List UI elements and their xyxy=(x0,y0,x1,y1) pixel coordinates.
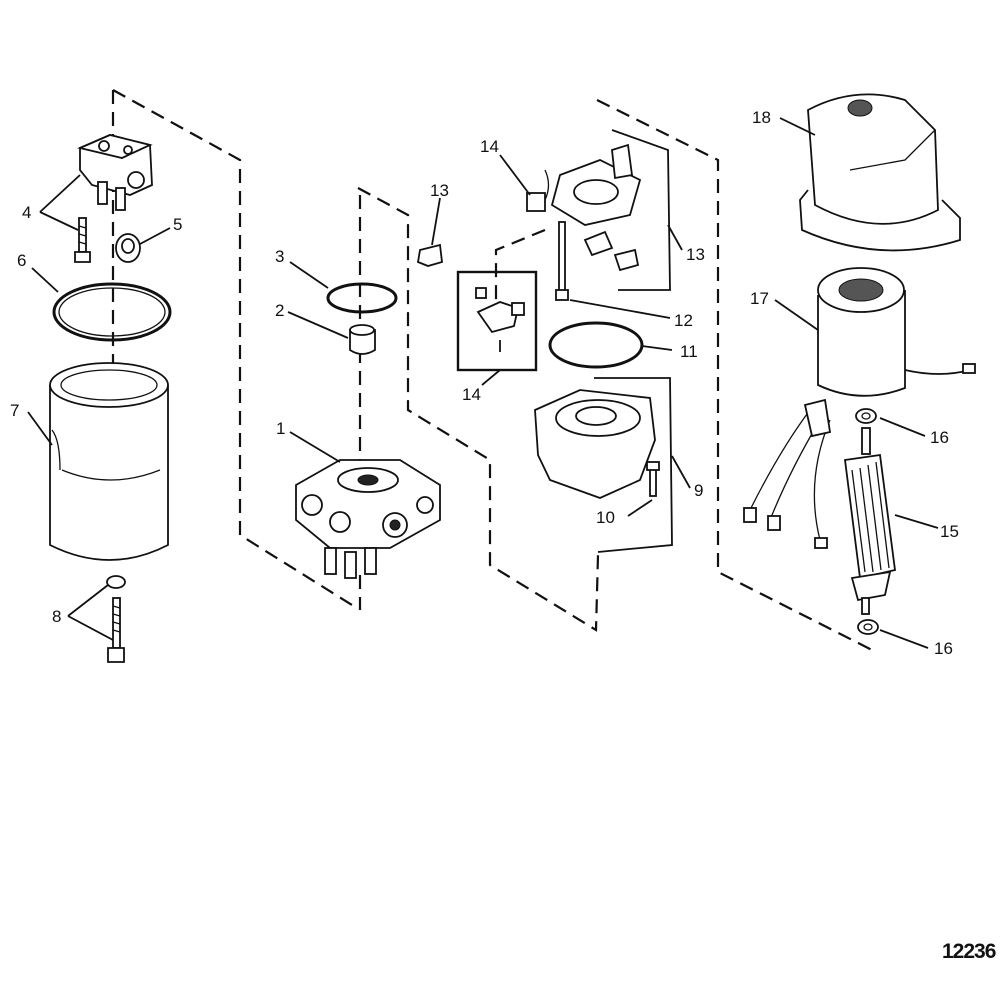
screw-part-10 xyxy=(646,461,660,497)
callout-1: 1 xyxy=(276,419,285,438)
callout-12: 12 xyxy=(674,311,693,330)
callout-16-top: 16 xyxy=(930,428,949,447)
callout-labels: 4 5 6 7 8 3 2 1 14 13 13 12 11 14 9 10 1… xyxy=(10,108,997,963)
coupler-part-2 xyxy=(349,324,376,355)
field-housing-part-17 xyxy=(743,267,976,549)
clip-part-13 xyxy=(416,243,443,267)
callout-7: 7 xyxy=(10,401,19,420)
o-ring-part-6 xyxy=(52,282,172,342)
callout-2: 2 xyxy=(275,301,284,320)
callout-11: 11 xyxy=(680,342,698,361)
valve-block-part xyxy=(77,134,153,211)
reservoir-part-7 xyxy=(49,362,169,561)
bolt-part-4 xyxy=(74,217,91,263)
leader-lines xyxy=(27,117,939,649)
end-cap-part-9 xyxy=(534,389,656,499)
callout-13-right: 13 xyxy=(686,245,705,264)
through-bolt-part-12 xyxy=(555,221,569,301)
callout-10: 10 xyxy=(596,508,615,527)
callout-4: 4 xyxy=(22,203,31,222)
figure-number: 12236 xyxy=(942,940,996,963)
callout-6: 6 xyxy=(17,251,26,270)
switch-part-14 xyxy=(526,169,550,212)
callout-14-top: 14 xyxy=(480,137,499,156)
bracket-lines xyxy=(594,129,673,553)
nut-part-5 xyxy=(115,233,141,263)
callout-18: 18 xyxy=(752,108,771,127)
brush-kit-box-part-14 xyxy=(456,270,538,372)
callout-9: 9 xyxy=(694,481,703,500)
callout-16-bottom: 16 xyxy=(934,639,953,658)
washer-part-16-bottom xyxy=(857,619,879,635)
callout-8: 8 xyxy=(52,607,61,626)
motor-cover-part-18 xyxy=(799,93,961,252)
o-ring-part-3 xyxy=(326,282,398,314)
callout-15: 15 xyxy=(940,522,959,541)
bolt-part-8 xyxy=(106,575,126,663)
brush-plate-part-13 xyxy=(550,143,642,272)
callout-5: 5 xyxy=(173,215,182,234)
callout-3: 3 xyxy=(275,247,284,266)
o-ring-part-11 xyxy=(548,321,644,369)
callout-17: 17 xyxy=(750,289,769,308)
callout-13-left: 13 xyxy=(430,181,449,200)
washer-part-16-top xyxy=(855,408,877,424)
pump-body-part-1 xyxy=(295,459,441,579)
armature-part-15 xyxy=(843,427,896,615)
callout-14-bottom: 14 xyxy=(462,385,481,404)
